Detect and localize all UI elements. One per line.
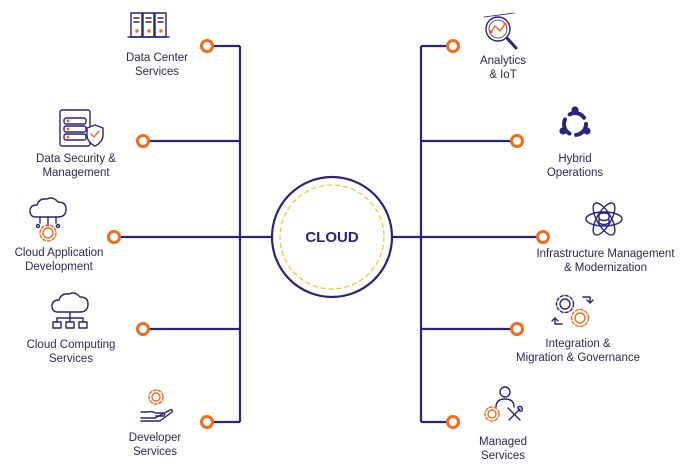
endpoint-node <box>136 134 150 148</box>
cloud-gear-icon <box>29 197 67 242</box>
user-tools-icon <box>484 386 523 422</box>
server-rack-icon <box>127 12 170 38</box>
label-integration-migration-governance: Integration &Migration & Governance <box>515 338 640 364</box>
endpoint-node <box>446 415 460 429</box>
endpoint-node <box>536 230 550 244</box>
atom-database-icon <box>585 202 623 236</box>
endpoint-node <box>107 230 121 244</box>
center-node: CLOUD <box>270 175 394 299</box>
database-shield-icon <box>59 109 104 147</box>
endpoint-node <box>136 322 150 336</box>
label-analytics-iot: Analytics& IoT <box>479 55 527 81</box>
endpoint-node <box>510 134 524 148</box>
magnifier-chart-icon <box>483 12 518 50</box>
center-label: CLOUD <box>305 229 358 246</box>
endpoint-node <box>510 322 524 336</box>
sync-gears-icon <box>551 294 594 328</box>
endpoint-node <box>200 415 214 429</box>
cloud-network-icon <box>51 292 89 329</box>
hand-gear-icon <box>140 389 173 422</box>
label-data-security-management: Data Security &Management <box>36 153 116 179</box>
label-infrastructure-management-modernization: Infrastructure Management& Modernization <box>536 248 675 274</box>
endpoint-node <box>446 39 460 53</box>
ubuntu-ring-icon <box>559 106 591 137</box>
endpoint-node <box>200 39 214 53</box>
